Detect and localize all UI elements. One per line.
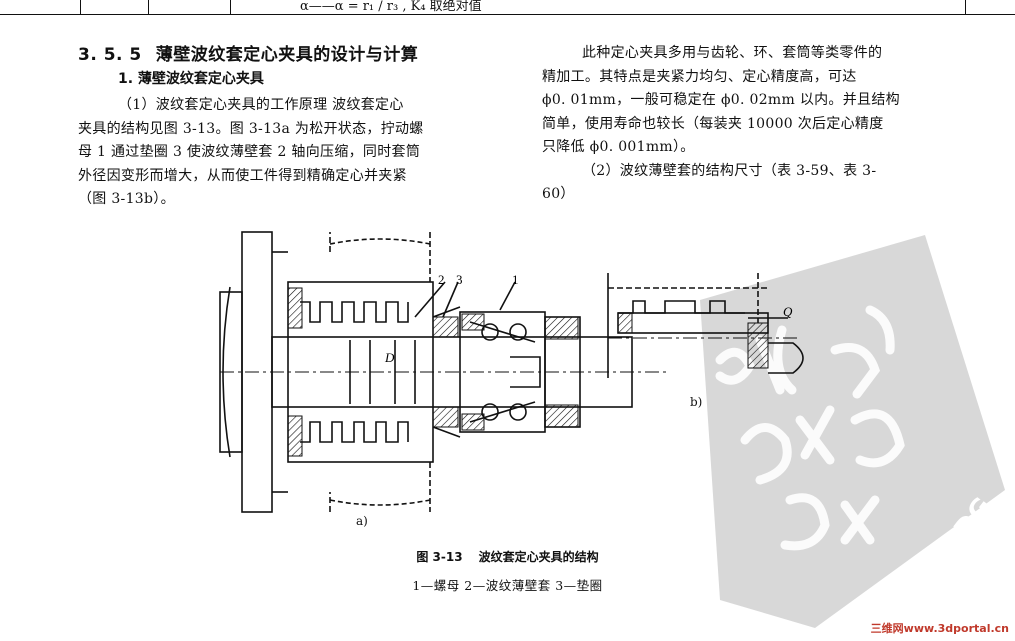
figure-b-label: b) <box>690 395 703 409</box>
text-line: 60） <box>542 186 575 202</box>
text-line: （图 3-13b）。 <box>78 191 175 207</box>
text-line: 外径因变形而增大，从而使工件得到精确定心并夹紧 <box>78 167 407 184</box>
dimension-label: D <box>384 350 395 365</box>
text-line: （1）波纹套定心夹具的工作原理 波纹套定心 <box>118 97 404 113</box>
right-paragraph: 此种定心夹具多用与齿轮、环、套筒等类零件的 精加工。其特点是夹紧力均匀、定心精度… <box>542 42 900 207</box>
figure-a-label: a) <box>356 514 368 528</box>
section-number: 3. 5. 5 <box>78 45 142 65</box>
text-line: ϕ0. 01mm，一般可稳定在 ϕ0. 02mm 以内。并且结构 <box>542 92 900 108</box>
figure-a-drawing: 2 3 1 D <box>219 231 670 513</box>
force-label: Q <box>783 304 793 319</box>
left-paragraph: （1）波纹套定心夹具的工作原理 波纹套定心 夹具的结构见图 3-13。图 3-1… <box>78 94 424 212</box>
part-label-3: 3 <box>456 272 463 287</box>
text-line: 精加工。其特点是夹紧力均匀、定心精度高，可达 <box>542 68 857 85</box>
section-title: 薄壁波纹套定心夹具的设计与计算 <box>155 45 419 65</box>
table-divider <box>965 0 966 14</box>
table-divider <box>230 0 231 14</box>
table-divider <box>148 0 149 14</box>
figure-legend: 1—螺母 2—波纹薄壁套 3—垫圈 <box>412 578 603 593</box>
figure-title: 波纹套定心夹具的结构 <box>478 550 599 564</box>
table-divider <box>80 0 81 14</box>
section-heading: 3. 5. 5 薄壁波纹套定心夹具的设计与计算 <box>78 40 418 65</box>
header-formula: α——α = r₁ / r₃ , K₄ 取绝对值 <box>300 0 482 14</box>
text-line: 简单，使用寿命也较长（每装夹 10000 次后定心精度 <box>542 115 884 132</box>
table-bottom-edge: α——α = r₁ / r₃ , K₄ 取绝对值 <box>0 0 1015 15</box>
text-line: （2）波纹薄壁套的结构尺寸（表 3-59、表 3- <box>582 162 877 179</box>
text-line: 只降低 ϕ0. 001mm）。 <box>542 139 695 155</box>
part-label-1: 1 <box>512 272 519 287</box>
part-label-2: 2 <box>438 272 445 287</box>
figure-number: 图 3-13 <box>416 550 463 564</box>
subsection-heading: 1. 薄壁波纹套定心夹具 <box>118 71 264 87</box>
text-line: 此种定心夹具多用与齿轮、环、套筒等类零件的 <box>582 45 883 61</box>
figure-b-drawing: Q <box>607 273 804 378</box>
text-line: 夹具的结构见图 3-13。图 3-13a 为松开状态，拧动螺 <box>78 120 424 137</box>
text-line: 母 1 通过垫圈 3 使波纹薄壁套 2 轴向压缩，同时套筒 <box>78 144 421 160</box>
footer-site-link[interactable]: 三维网www.3dportal.cn <box>870 622 1009 635</box>
figure-caption: 图 3-13 波纹套定心夹具的结构 <box>0 548 1015 565</box>
